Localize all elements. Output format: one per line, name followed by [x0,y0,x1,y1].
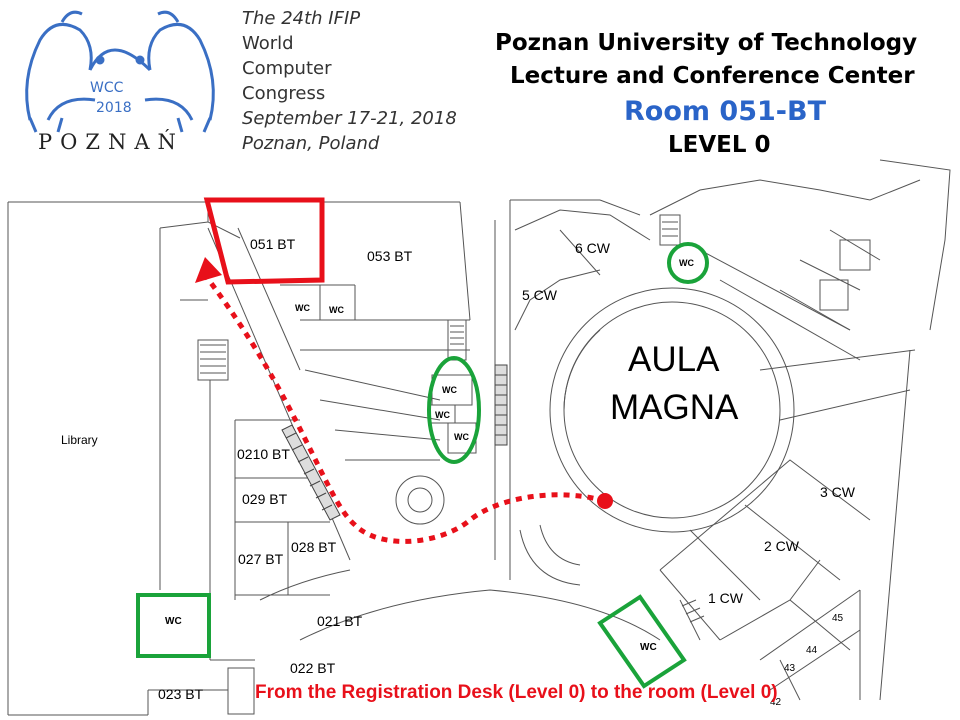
room-3cw: 3 CW [820,484,855,500]
wc-highlights [136,242,709,689]
wc-label: WC [454,432,469,442]
aula-magna-line-2: MAGNA [610,388,739,427]
logo-city: POZNAŃ [38,130,184,154]
target-room-highlight [203,197,325,285]
congress-line-2: World [242,33,294,54]
wc-label: WC [329,305,344,315]
room-0210: 0210 BT [237,446,290,462]
route-arrow-icon [195,257,222,283]
wc-highlight-top [667,242,709,284]
wc-label: WC [165,616,182,627]
room-028: 028 BT [291,539,337,555]
logo-mark-text: WCC [90,80,124,96]
header-room: Room 051-BT [624,96,826,127]
room-library: Library [61,433,98,447]
wcc-logo-icon [25,10,215,133]
room-44: 44 [806,645,818,656]
header-center: Lecture and Conference Center [510,63,915,89]
wc-label: WC [435,410,450,420]
room-42: 42 [770,697,782,708]
room-021: 021 BT [317,613,363,629]
route-caption: From the Registration Desk (Level 0) to … [255,682,778,703]
route-start-dot-icon [597,493,613,509]
congress-info: The 24th IFIP World Computer Congress Se… [242,6,457,156]
congress-line-3: Computer [242,58,332,79]
route-path [203,273,606,544]
wc-label: WC [442,385,457,395]
aula-magna-line-1: AULA [628,340,720,379]
room-023: 023 BT [158,686,204,702]
room-43: 43 [784,663,796,674]
congress-line-1: The 24th IFIP [242,8,361,29]
room-5cw: 5 CW [522,287,557,303]
congress-location: Poznan, Poland [242,133,380,154]
room-022: 022 BT [290,660,336,676]
header-university: Poznan University of Technology [495,30,918,56]
logo-mark-year: 2018 [96,100,132,116]
stair-hatching [281,364,508,521]
room-2cw: 2 CW [764,538,799,554]
room-6cw: 6 CW [575,240,610,256]
room-029: 029 BT [242,491,288,507]
wc-label: WC [295,303,310,313]
room-053: 053 BT [367,248,413,264]
room-027: 027 BT [238,551,284,567]
room-45: 45 [832,613,844,624]
room-051: 051 BT [250,236,296,252]
room-1cw: 1 CW [708,590,743,606]
header-level: LEVEL 0 [668,132,771,158]
congress-line-4: Congress [242,83,326,104]
wc-highlight-right [597,594,687,689]
wc-highlight-center [427,356,481,464]
congress-dates: September 17-21, 2018 [242,108,457,129]
wc-label: WC [679,258,694,268]
wc-label: WC [640,642,657,653]
building-walls [7,159,951,716]
wc-highlight-left [136,593,211,658]
